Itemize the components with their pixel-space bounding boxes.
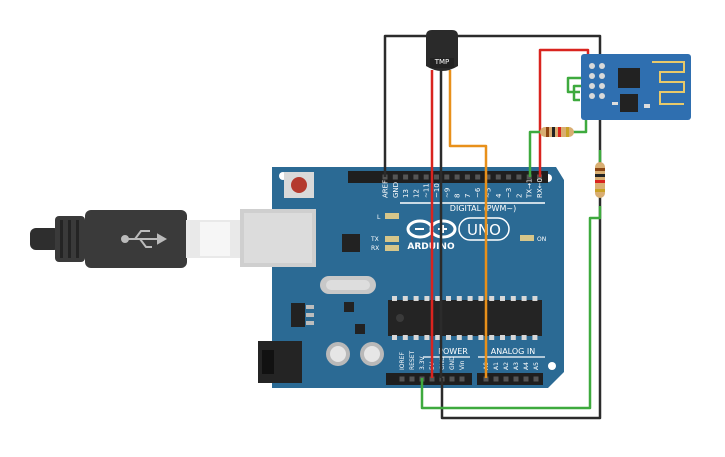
digital-pin-label: ~3 <box>505 188 513 198</box>
digital-pin-label: AREF <box>382 180 390 198</box>
analog-pin-label: A1 <box>493 362 500 370</box>
power-header <box>386 373 472 385</box>
wires <box>383 34 602 420</box>
power-pin-label: Vin <box>459 360 466 370</box>
power-label: POWER <box>438 347 468 356</box>
analog-pin-label: A3 <box>513 362 520 370</box>
antenna-trace <box>652 61 685 105</box>
sensor-label: TMP <box>434 58 450 66</box>
on-label: ON <box>537 236 546 243</box>
regulator <box>291 303 305 327</box>
digital-pin-label: 2 <box>515 194 523 198</box>
led-l-label: L <box>377 214 381 221</box>
led-tx-label: TX <box>370 236 379 243</box>
digital-pin-label: ~9 <box>443 188 451 198</box>
usb-chip <box>342 234 360 252</box>
analog-header <box>477 373 543 385</box>
digital-pin-label: ~6 <box>474 187 482 198</box>
wifi-module[interactable] <box>581 54 691 120</box>
power-pin-label: IOREF <box>399 352 406 370</box>
capacitors <box>326 342 384 366</box>
led-rx-label: RX <box>371 245 379 252</box>
digital-pin-label: 4 <box>495 193 503 198</box>
usb-symbol-icon <box>121 230 168 248</box>
analog-pin-label: A5 <box>533 362 540 370</box>
power-pin-label: GND <box>449 356 456 370</box>
digital-pin-label: RX←0 <box>536 178 544 198</box>
digital-pin-label: ~11 <box>423 183 431 198</box>
module-chip <box>618 68 640 88</box>
wire-gnd-black[interactable] <box>383 34 602 420</box>
analog-pin-label: A4 <box>523 362 530 370</box>
digital-pin-label: ~10 <box>433 183 441 198</box>
wire-rx-red[interactable] <box>538 48 590 177</box>
atmega-chip <box>388 300 542 336</box>
analog-label: ANALOG IN <box>491 347 536 356</box>
usb-cable <box>30 210 240 268</box>
digital-pin-label: TX→1 <box>526 179 534 199</box>
digital-pin-label: 7 <box>464 194 472 198</box>
digital-pin-label: ~5 <box>485 188 493 198</box>
analog-pin-label: A2 <box>503 362 510 370</box>
wire-3v3-green[interactable] <box>420 206 602 410</box>
resistor-horizontal[interactable] <box>540 127 574 137</box>
reset-button[interactable] <box>284 172 314 198</box>
power-jack <box>258 341 302 383</box>
power-pin-label: 3.3V <box>419 355 426 370</box>
power-pin-label: GND <box>439 356 446 370</box>
power-pin-label: RESET <box>409 350 416 370</box>
digital-pin-label: 13 <box>402 189 410 198</box>
model-label: UNO <box>467 221 501 239</box>
temperature-sensor[interactable]: TMP <box>426 30 458 71</box>
wire-tmp-a0[interactable] <box>448 70 488 378</box>
digital-pin-label: 12 <box>412 189 420 198</box>
status-leds <box>385 213 534 251</box>
resistor-vertical[interactable] <box>595 162 605 198</box>
digital-pin-label: 8 <box>454 194 462 198</box>
digital-label: DIGITAL (PWM~) <box>450 204 516 213</box>
digital-pin-label: GND <box>392 182 400 198</box>
